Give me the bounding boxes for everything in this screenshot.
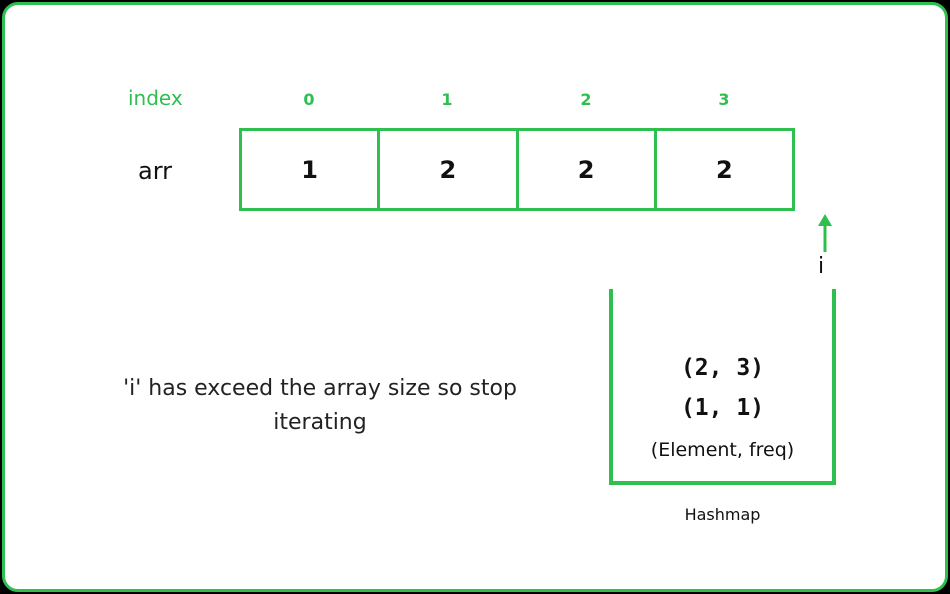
index-label: index	[128, 86, 183, 110]
index-number: 1	[441, 90, 453, 109]
hashmap-title: Hashmap	[684, 505, 761, 524]
pointer-label: i	[818, 254, 825, 279]
status-message: 'i' has exceed the array size so stop it…	[123, 376, 517, 435]
index-number: 3	[718, 90, 730, 109]
array-box: 1 2 2 2	[239, 128, 795, 211]
array-cell: 2	[716, 155, 733, 184]
array-label: arr	[138, 157, 173, 185]
index-number: 0	[303, 90, 315, 109]
array-cell: 1	[242, 131, 381, 208]
hashmap-entry: (2, 3)	[680, 355, 765, 381]
index-number: 2	[580, 90, 592, 109]
hashmap-caption: (Element, freq)	[650, 439, 795, 461]
pointer-arrow-icon	[818, 214, 832, 252]
hashmap-entry: (1, 1)	[680, 395, 765, 421]
array-cell: 2	[519, 131, 657, 208]
hashmap-container: (2, 3) (1, 1) (Element, freq)	[609, 289, 836, 485]
array-cell: 2	[380, 131, 519, 208]
